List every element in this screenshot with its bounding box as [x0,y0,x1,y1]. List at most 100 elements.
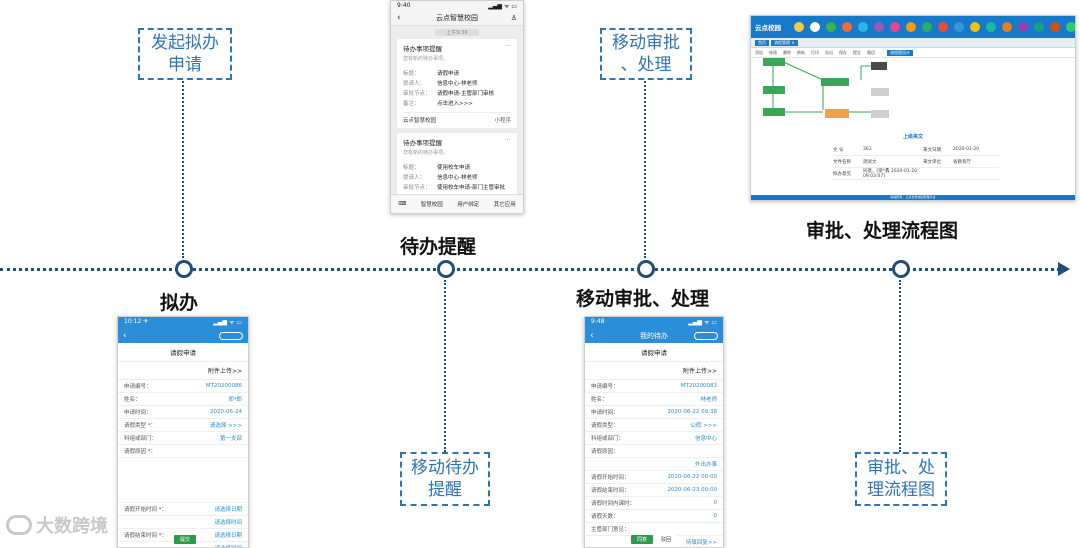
form-row[interactable]: 请假开始时间：2020-06-22 00:00 [585,471,723,484]
module-icon[interactable] [810,22,820,32]
form-row[interactable]: 请假类型：公假 >>> [585,419,723,432]
attach-link[interactable]: 附件上传>> [118,362,248,380]
flow-node-end[interactable] [871,62,887,70]
tool-item[interactable]: 刷新 [797,49,805,55]
flow-node-start[interactable] [763,58,785,66]
more-icon[interactable]: ··· [504,136,511,144]
user-icon[interactable]: ♙ [510,14,517,22]
form-row-value[interactable]: 林老师 [700,397,717,403]
submit-button[interactable]: 提交 [174,535,196,544]
form-row-value[interactable]: 请选择时间 [214,520,242,526]
flow-node-pending2[interactable] [871,110,889,118]
form-row-value[interactable]: 外出办事 [694,462,717,468]
form-row[interactable]: 姓名：林老师 [585,393,723,406]
form-row-value[interactable]: 待填回复>> [685,540,717,546]
form-row-value[interactable]: 请选择 >>> [209,423,242,429]
form-row[interactable]: 请假天数：0 [585,510,723,523]
form-row-value[interactable]: 请选择日期 [214,507,242,513]
module-icon[interactable] [794,22,804,32]
module-icon[interactable] [906,22,916,32]
form-row-value[interactable]: 请选择时间 [214,544,242,547]
form-row[interactable]: 外出办事 [585,458,723,471]
capsule-icon[interactable] [219,332,243,340]
reason-textarea[interactable] [118,458,248,503]
menu-item-other[interactable]: 其它应用 [493,202,516,208]
module-icon[interactable] [954,22,964,32]
module-icon[interactable] [858,22,868,32]
flow-node-step2[interactable] [763,108,785,116]
form-row[interactable]: 申请时间：2020-06-22 09:38 [585,406,723,419]
form-row-value[interactable]: 2020-06-22 00:00 [667,474,717,480]
form-row[interactable]: 请选择时间 [118,516,248,529]
form-row-value[interactable]: 请选择日期 [214,533,242,539]
flow-node-current[interactable] [825,109,849,118]
tool-item[interactable]: 添加 [755,49,763,55]
form-row-value[interactable]: 公假 >>> [690,423,717,429]
tool-item[interactable]: 打印 [811,49,819,55]
form-row[interactable]: 请假原因 *： [118,445,248,458]
module-icon[interactable] [874,22,884,32]
form-row[interactable]: 请假开始时间 *：请选择日期 [118,503,248,516]
module-icon[interactable] [986,22,996,32]
form-row-value[interactable]: 第一支部 [219,436,242,442]
tab-home[interactable]: 首页 [755,39,769,46]
menu-item-bind[interactable]: 用户绑定 [457,202,480,208]
form-row-value[interactable]: 2020-06-24 [210,409,242,415]
form-row[interactable]: 请假原因： [585,445,723,458]
form-row[interactable]: 姓名：郑*郎 [118,393,248,406]
document-value[interactable]: 省教育厅 [953,159,971,165]
form-row[interactable]: 申请编号：MT20200086 [118,380,248,393]
module-icon[interactable] [922,22,932,32]
module-icon[interactable] [1050,22,1060,32]
form-row-value[interactable]: 2020-06-23 00:00 [667,487,717,493]
flow-node-pending1[interactable] [871,88,889,96]
form-row-value[interactable]: 0 [713,500,718,506]
form-row[interactable]: 待填回复>> [585,536,723,547]
module-icon[interactable] [1066,22,1075,32]
card-miniprogram[interactable]: 小程序 [494,118,511,124]
keyboard-icon[interactable]: ⌨ [398,201,407,207]
tool-item[interactable]: 撤回 [867,49,875,55]
document-value[interactable]: 363 [863,147,872,152]
module-icon[interactable] [842,22,852,32]
module-icon[interactable] [826,22,836,32]
form-row[interactable]: 请假类型 *：请选择 >>> [118,419,248,432]
back-icon[interactable]: ‹ [123,331,127,341]
tool-item[interactable]: 保存 [839,49,847,55]
approve-button[interactable]: 同意 [631,535,653,544]
flow-node-step1[interactable] [763,86,785,94]
form-row-value[interactable]: 信息中心 [694,436,717,442]
form-row[interactable]: 请选择时间 [118,542,248,547]
tool-item[interactable]: 提交 [853,49,861,55]
document-value[interactable]: 同意，[梁*鑫 2020-01-20 09:03:07] [863,169,918,179]
module-icon[interactable] [938,22,948,32]
module-icon[interactable] [970,22,980,32]
form-row[interactable]: 申请时间：2020-06-24 [118,406,248,419]
module-icon[interactable] [1018,22,1028,32]
tool-item[interactable]: 修改 [769,49,777,55]
module-icon[interactable] [890,22,900,32]
document-value[interactable]: 测试文 [863,159,877,165]
form-row[interactable]: 请假时间内课时：0 [585,497,723,510]
module-icon[interactable] [1002,22,1012,32]
more-icon[interactable]: ··· [504,42,511,50]
back-icon[interactable]: ‹ [397,13,401,23]
menu-item-campus[interactable]: 智慧校园 [420,202,443,208]
tab-flow[interactable]: 流程管理 ✕ [771,39,798,46]
reject-button[interactable]: 驳回 [655,535,677,544]
tool-flow-design[interactable]: 流程图设计 [887,49,913,56]
form-row[interactable]: 科组或部门：信息中心 [585,432,723,445]
reminder-card[interactable]: 待办事项提醒···您有新的待办事项。标题：请假申请提请人：信息中心-林老师审批节… [397,39,517,128]
form-row[interactable]: 请假结束时间：2020-06-23 00:00 [585,484,723,497]
form-row[interactable]: 主管部门意见： [585,523,723,536]
form-row-value[interactable]: 0 [713,513,718,519]
tool-item[interactable]: 导出 [825,49,833,55]
flow-node-step3[interactable] [821,78,849,86]
document-value[interactable]: 2020-01-20 [953,147,980,152]
form-row-value[interactable]: MT20200083 [680,383,717,389]
form-row-value[interactable]: 2020-06-22 09:38 [667,409,717,415]
form-row[interactable]: 科组或部门：第一支部 [118,432,248,445]
module-icon[interactable] [1034,22,1044,32]
back-icon[interactable]: ‹ [590,331,594,341]
attach-link[interactable]: 附件上传>> [585,362,723,380]
